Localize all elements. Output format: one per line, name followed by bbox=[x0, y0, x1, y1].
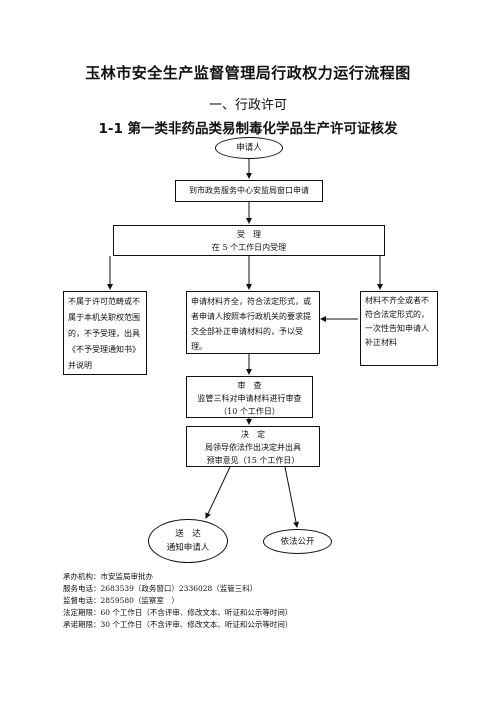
deliver-desc: 通知申请人 bbox=[166, 543, 210, 553]
decide-node: 决 定 局领导依法作出决定并出具 预审意见（15 个工作日） bbox=[186, 426, 320, 467]
footer-legal-deadline: 法定期限：60 个工作日（不含评审、修改文本、听证和公示等时间） bbox=[63, 608, 293, 617]
footer-supervision-phone: 监督电话：2859580（监察室 ） bbox=[63, 596, 179, 605]
accept-desc: 在 5 个工作日内受理 bbox=[211, 243, 287, 252]
footer-promised-deadline: 承诺期限：30 个工作日（不含评审、修改文本、听证和公示等时间） bbox=[63, 620, 293, 629]
review-node: 审 查 监管三科对申请材料进行审查 （10 个工作日） bbox=[186, 376, 313, 418]
publish-label: 依法公开 bbox=[280, 536, 315, 547]
accept-title: 受 理 bbox=[237, 230, 261, 239]
applicant-node: 申请人 bbox=[215, 137, 283, 159]
deliver-title: 送 达 bbox=[175, 529, 201, 539]
decide-time: 预审意见（15 个工作日） bbox=[206, 456, 300, 465]
complete-node: 申请材料齐全，符合法定形式，或者申请人按照本行政机关的要求提交全部补正申请材料的… bbox=[186, 291, 320, 354]
apply-window-node: 到市政务服务中心安监局窗口申请 bbox=[175, 180, 323, 202]
page-title: 玉林市安全生产监督管理局行政权力运行流程图 bbox=[85, 64, 411, 82]
arrow-decide-to-publish bbox=[284, 466, 299, 528]
footer-agency: 承办机构：市安监局审批办 bbox=[63, 572, 153, 581]
decide-desc: 局领导依法作出决定并出具 bbox=[205, 443, 301, 452]
review-time: （10 个工作日） bbox=[219, 407, 280, 416]
apply-window-label: 到市政务服务中心安监局窗口申请 bbox=[189, 186, 309, 195]
publish-node: 依法公开 bbox=[263, 529, 332, 554]
arrow-decide-to-deliver bbox=[205, 466, 231, 519]
process-subtitle: 1-1 第一类非药品类易制毒化学品生产许可证核发 bbox=[98, 121, 398, 137]
incomplete-label: 材料不齐全或者不符合法定形式的，一次性告知申请人补正材料 bbox=[365, 296, 429, 347]
deliver-node: 送 达 通知申请人 bbox=[148, 519, 228, 563]
decide-title: 决 定 bbox=[241, 430, 265, 439]
footer-info: 承办机构：市安监局审批办 服务电话：2683539（政务窗口）2336028（监… bbox=[63, 571, 292, 631]
footer-service-phone: 服务电话：2683539（政务窗口）2336028（监管三科） bbox=[63, 584, 258, 593]
accept-node: 受 理 在 5 个工作日内受理 bbox=[113, 225, 385, 256]
review-desc: 监管三科对申请材料进行审查 bbox=[197, 394, 302, 403]
review-title: 审 查 bbox=[237, 381, 262, 390]
incomplete-node: 材料不齐全或者不符合法定形式的，一次性告知申请人补正材料 bbox=[360, 291, 438, 366]
applicant-label: 申请人 bbox=[236, 143, 262, 153]
complete-label: 申请材料齐全，符合法定形式，或者申请人按照本行政机关的要求提交全部补正申请材料的… bbox=[191, 297, 311, 351]
not-accept-label: 不属于许可范畴或不属于本机关职权范围的，不予受理，出具《不予受理通知书》并说明 bbox=[68, 297, 140, 370]
not-accept-node: 不属于许可范畴或不属于本机关职权范围的，不予受理，出具《不予受理通知书》并说明 bbox=[63, 291, 147, 375]
section-heading: 一、行政许可 bbox=[208, 98, 287, 113]
